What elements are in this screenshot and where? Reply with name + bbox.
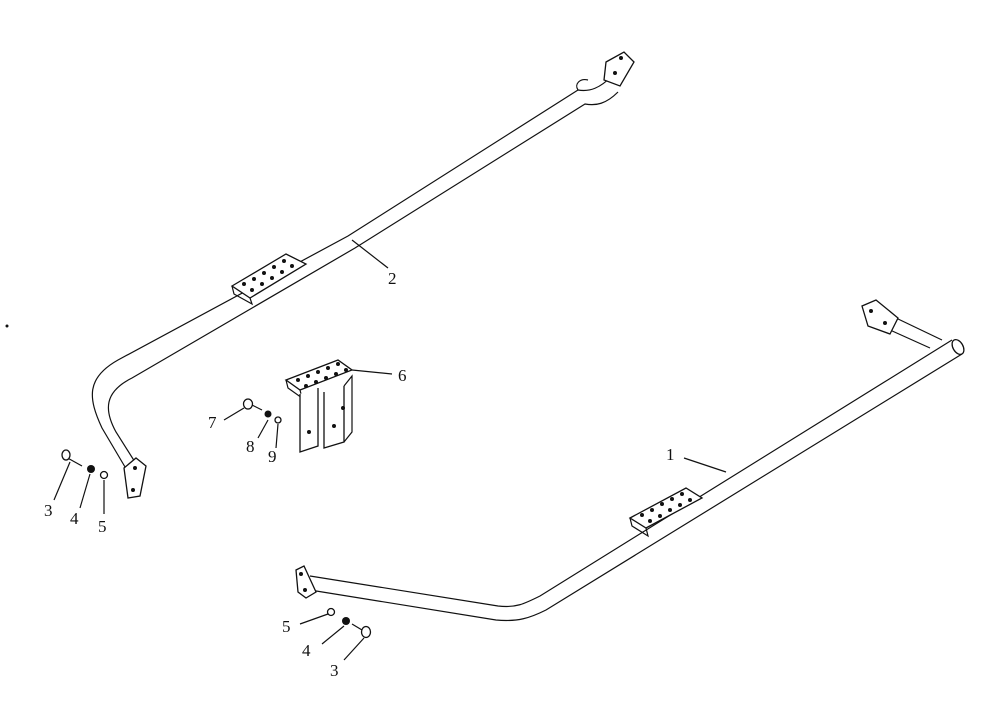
callout-labels: 1 2 3 4 5 6 7 8 9 5 4 3 — [44, 269, 675, 680]
rail-part-2 — [91, 51, 635, 499]
callout-6: 6 — [398, 366, 407, 385]
rail-part-1 — [295, 299, 965, 622]
hardware-set-upper-left — [53, 449, 109, 514]
stray-mark — [5, 324, 9, 328]
callout-9: 9 — [268, 447, 277, 466]
rail-2-bottom-plate — [123, 457, 147, 499]
callout-8: 8 — [246, 437, 255, 456]
rail-1-front-plate — [295, 565, 317, 599]
rail-1-step-plate — [628, 487, 704, 529]
step-bracket-part-6 — [284, 359, 393, 453]
callout-3-lower: 3 — [330, 661, 339, 680]
callout-2: 2 — [388, 269, 397, 288]
callout-3-upper: 3 — [44, 501, 53, 520]
bracket-holes — [296, 362, 348, 388]
callout-4-upper: 4 — [70, 509, 79, 528]
callout-1: 1 — [666, 445, 675, 464]
callout-5-lower: 5 — [282, 617, 291, 636]
callout-7: 7 — [208, 413, 217, 432]
rail-1-rear-plate — [861, 299, 899, 335]
hardware-set-middle — [223, 398, 282, 449]
rail-2-top-plate — [603, 51, 635, 87]
rail-2-step-holes — [242, 259, 294, 292]
callout-5-upper: 5 — [98, 517, 107, 536]
callout-4-lower: 4 — [302, 641, 311, 660]
hardware-set-lower — [299, 607, 372, 661]
rail-1-step-holes — [640, 492, 692, 523]
rail-2-step-plate — [230, 253, 308, 299]
